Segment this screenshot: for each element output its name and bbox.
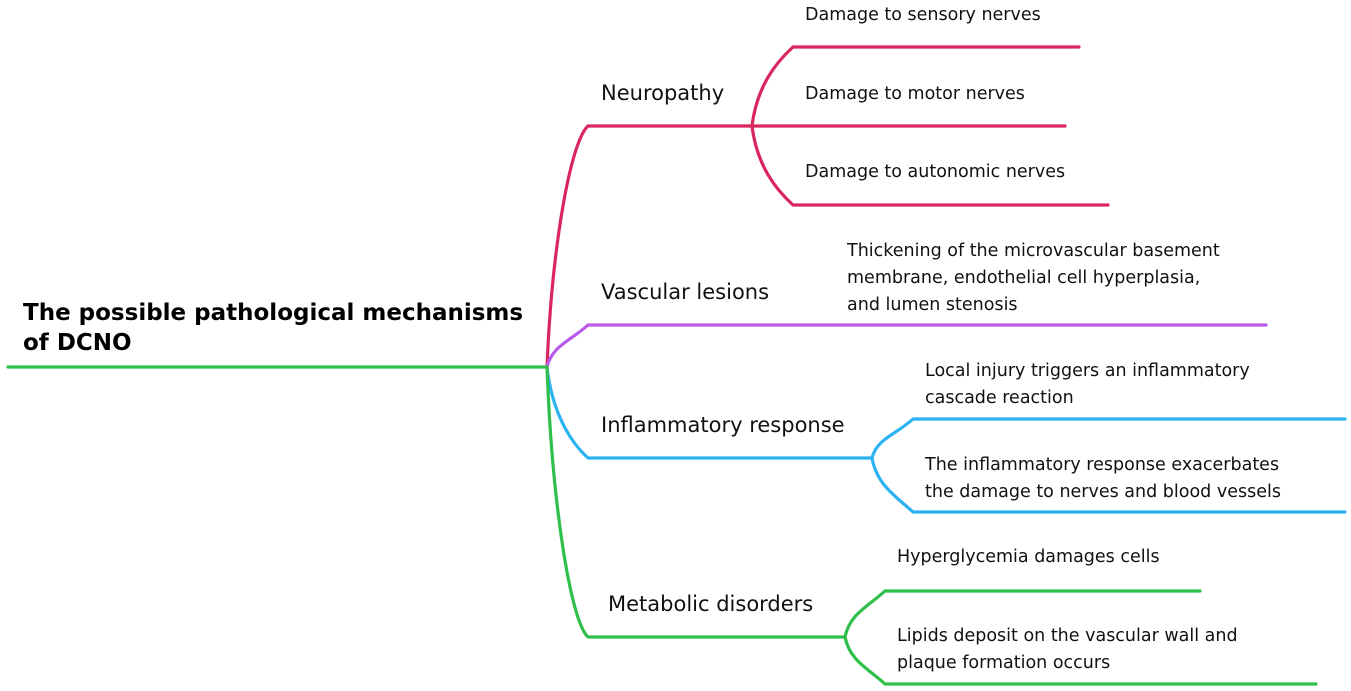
leaf-microvascular-thickening: Thickening of the microvascular basement… (847, 241, 1220, 315)
connector-inflammatory-cascade (870, 417, 1347, 460)
leaf-hyperglycemia: Hyperglycemia damages cells (897, 547, 1160, 567)
leaf-inflammation-exacerbates: The inflammatory response exacerbates th… (925, 455, 1281, 502)
root-topic: The possible pathological mechanisms of … (23, 298, 523, 358)
leaf-lipid-deposit: Lipids deposit on the vascular wall and … (897, 626, 1238, 673)
leaf-sensory-nerves: Damage to sensory nerves (805, 5, 1041, 25)
connector-inflammation-exacerbates (870, 456, 1347, 514)
branch-metabolic-disorders: Metabolic disorders (608, 592, 814, 616)
branch-vascular-lesions: Vascular lesions (601, 280, 770, 304)
connector-lipid-deposit (843, 635, 1318, 686)
leaf-autonomic-nerves: Damage to autonomic nerves (805, 162, 1066, 182)
leaf-motor-nerves: Damage to motor nerves (805, 84, 1025, 104)
connector-sensory-nerves (750, 45, 1081, 128)
leaf-inflammatory-cascade: Local injury triggers an inflammatory ca… (925, 361, 1250, 408)
root-title-line-2: of DCNO (23, 330, 132, 356)
connector-hyperglycemia (843, 589, 1202, 639)
connector-autonomic-nerves (750, 124, 1110, 207)
connector-vascular-lesions (545, 323, 1268, 369)
connector-neuropathy (545, 124, 754, 369)
branch-inflammatory-response: Inflammatory response (601, 413, 845, 437)
connector-inflammatory-response (545, 365, 874, 460)
root-title-line-1: The possible pathological mechanisms (23, 300, 524, 326)
connector-metabolic-disorders (545, 365, 847, 639)
branch-neuropathy: Neuropathy (601, 81, 725, 105)
